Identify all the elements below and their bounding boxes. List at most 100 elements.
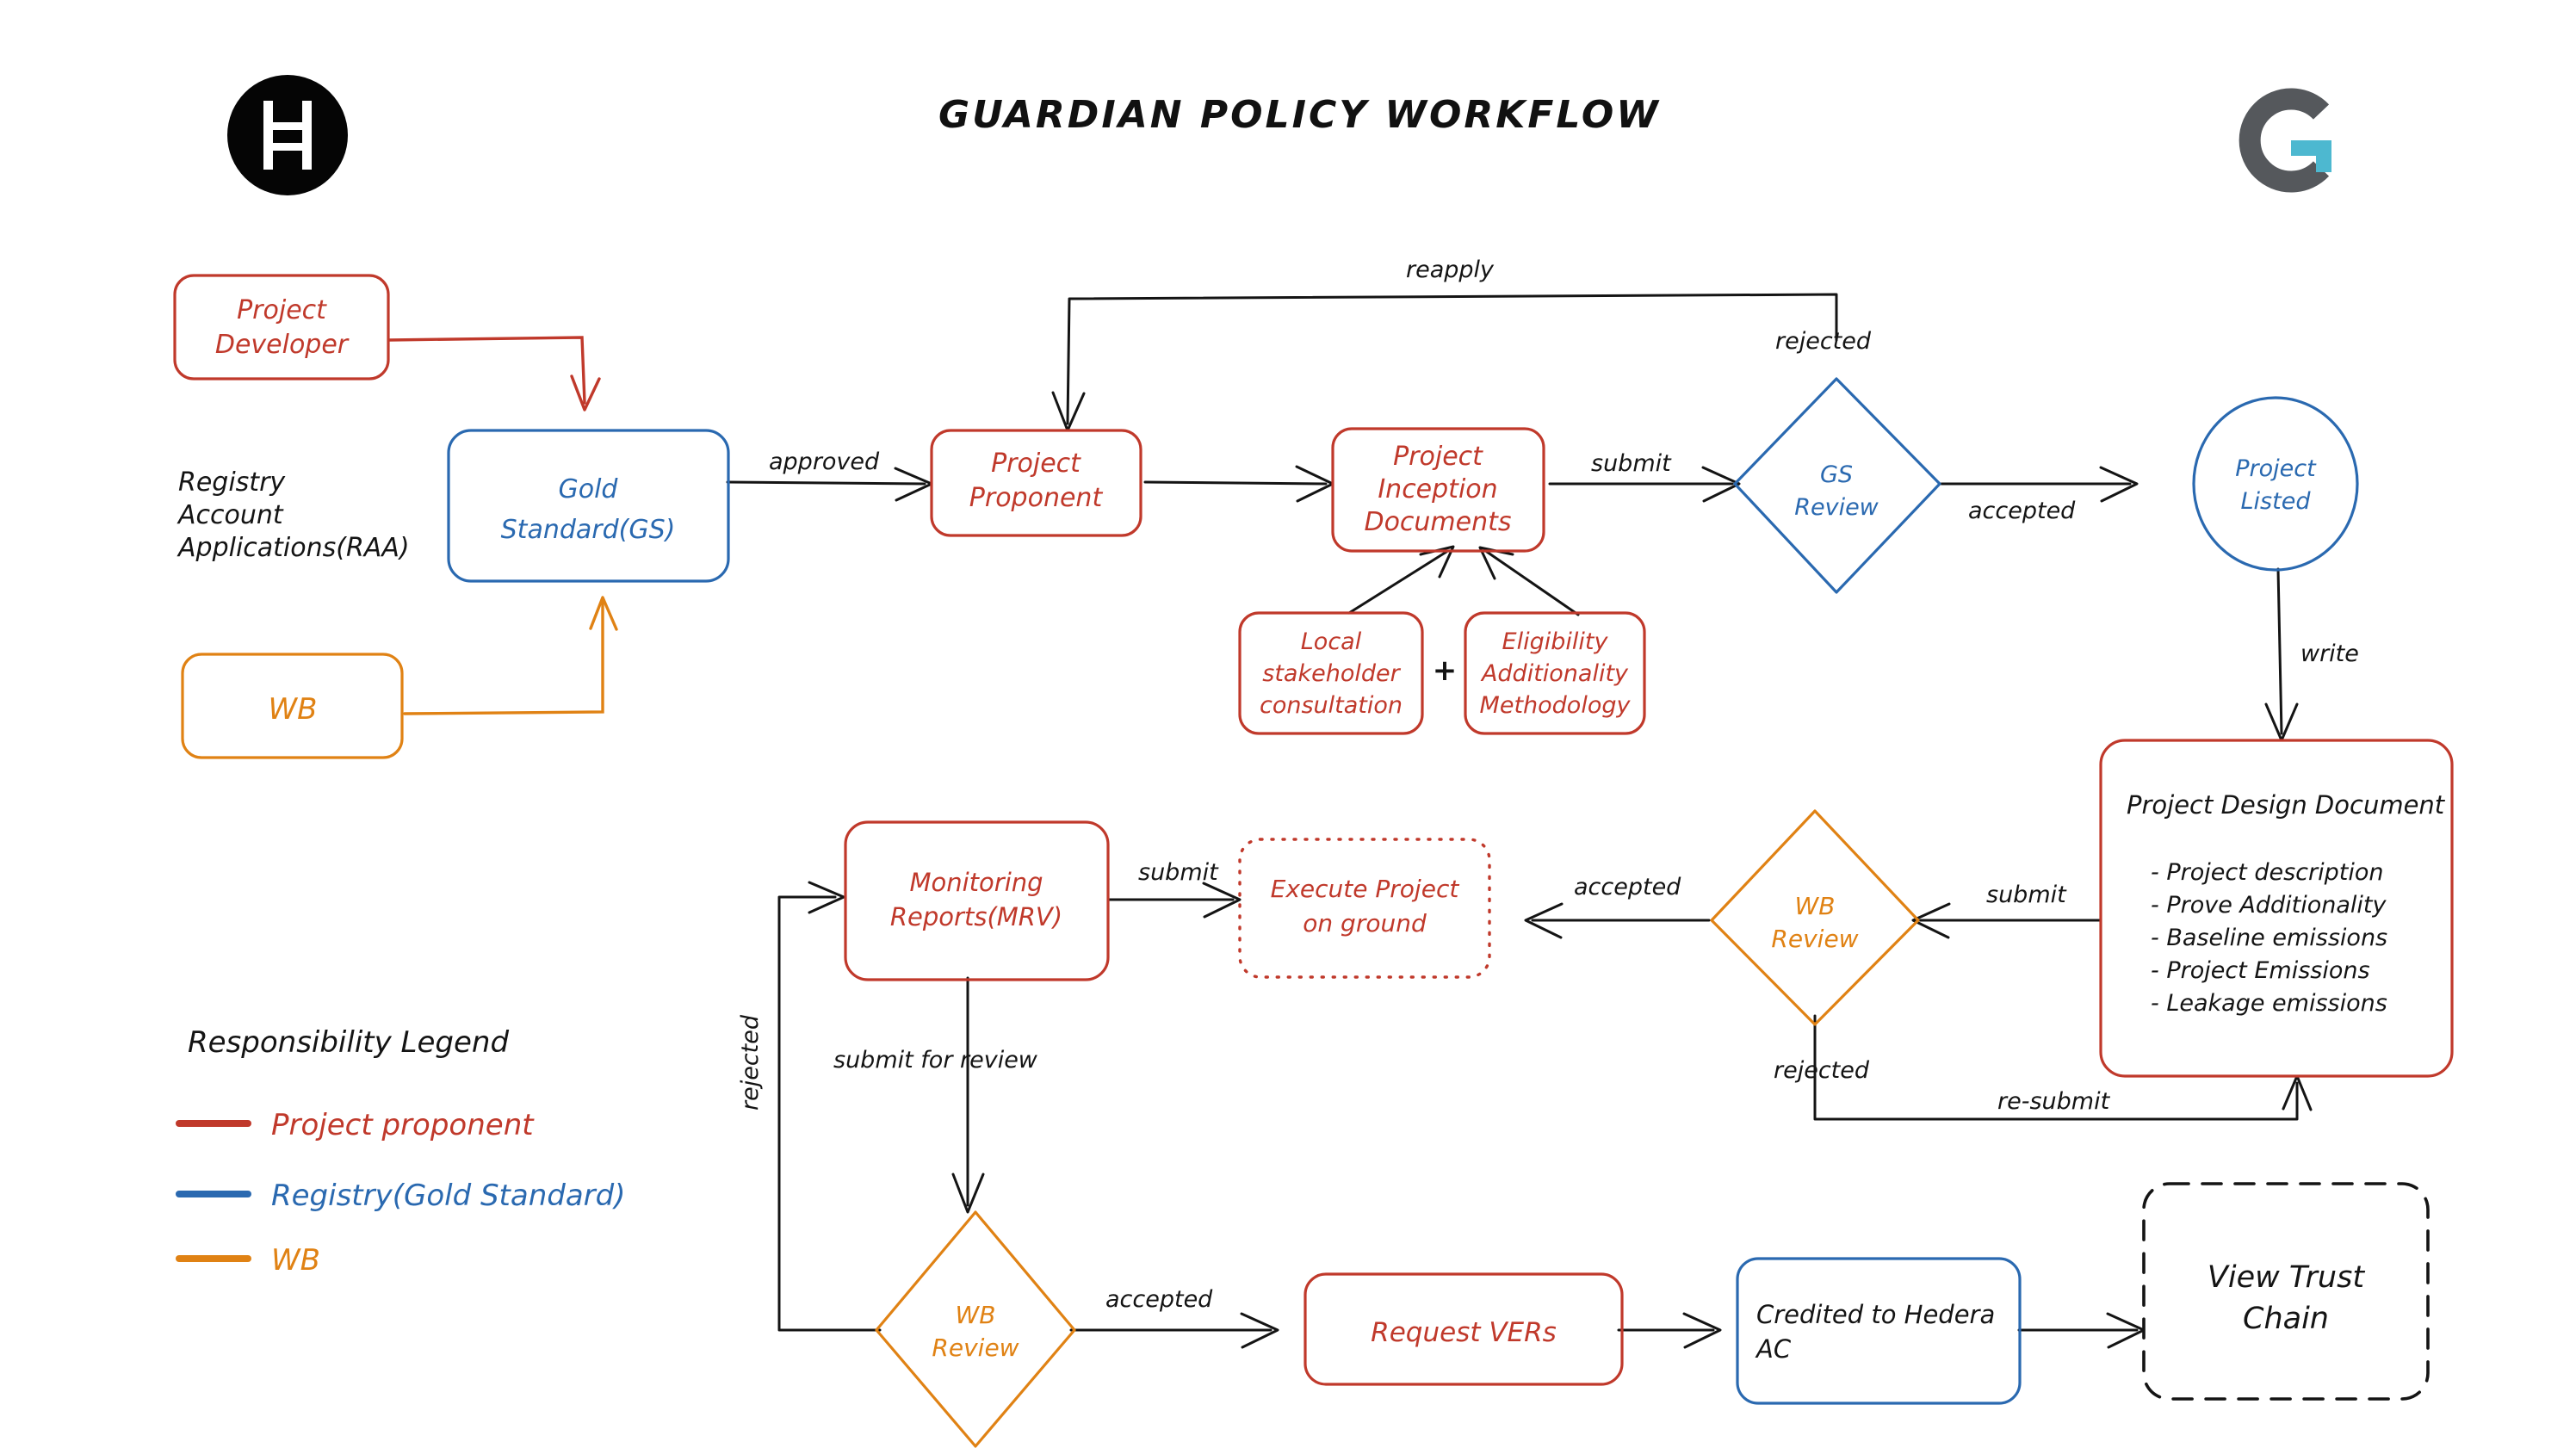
node-eligibility-line2: Additionality — [1480, 660, 1629, 687]
node-inception-line1: Project — [1393, 442, 1483, 472]
edge-label-submit-for-review: submit for review — [833, 1047, 1038, 1074]
pdd-title: Project Design Document — [2127, 790, 2446, 820]
node-credited-line1: Credited to Hedera — [1756, 1300, 1995, 1329]
label-registry-account-applications: Registry Account Applications(RAA) — [176, 467, 410, 563]
legend-label-2: WB — [271, 1243, 320, 1278]
node-eligibility-additionality-methodology[interactable]: Eligibility Additionality Methodology — [1464, 611, 1646, 735]
raa-line2: Account — [176, 500, 284, 530]
node-gold-standard[interactable]: Gold Standard(GS) — [447, 429, 730, 583]
page-title: GUARDIAN POLICY WORKFLOW — [938, 93, 1661, 137]
edge-write: write — [2264, 567, 2359, 742]
node-inception-line2: Inception — [1378, 474, 1497, 504]
node-gs-review-line2: Review — [1794, 494, 1879, 521]
node-project-developer-line1: Project — [237, 295, 327, 325]
edge-label-submit-gs: submit — [1591, 450, 1672, 477]
pdd-item-0: - Project description — [2151, 859, 2383, 886]
node-monitoring-reports[interactable]: Monitoring Reports(MRV) — [844, 820, 1110, 981]
node-project-design-document[interactable]: Project Design Document - Project descri… — [2099, 739, 2454, 1078]
node-project-developer[interactable]: Project Developer — [173, 274, 390, 381]
node-wb-review-lower-line2: Review — [932, 1334, 1019, 1362]
node-wb-label: WB — [269, 692, 318, 727]
node-wb-review-upper[interactable]: WB Review — [1710, 809, 1920, 1026]
plus-sign: + — [1433, 653, 1458, 688]
edge-label-submit-mrv: submit — [1138, 859, 1219, 886]
legend-title: Responsibility Legend — [188, 1025, 509, 1060]
legend-item-wb: WB — [176, 1243, 320, 1278]
node-project-developer-line2: Developer — [215, 330, 350, 360]
edge-accepted-wb-lower: accepted — [1069, 1286, 1279, 1349]
node-wb-review-upper-line1: WB — [1795, 892, 1836, 920]
edge-submit-to-gs: submit — [1548, 450, 1741, 503]
raa-line1: Registry — [178, 467, 286, 498]
edge-submit-mrv: submit — [1107, 859, 1242, 919]
pdd-item-2: - Baseline emissions — [2151, 925, 2387, 951]
edge-label-approved: approved — [769, 449, 880, 475]
edge-developer-to-gs — [387, 336, 601, 412]
node-execute-project-on-ground[interactable]: Execute Project on ground — [1238, 838, 1491, 979]
edge-label-accepted-wb-lower: accepted — [1105, 1286, 1213, 1313]
node-project-inception-documents[interactable]: Project Inception Documents — [1331, 427, 1545, 553]
edge-label-submit-wb: submit — [1986, 882, 2067, 908]
node-gs-review-line1: GS — [1820, 461, 1853, 488]
edge-accepted-wb-upper: accepted — [1524, 874, 1711, 939]
edge-accepted-gs: accepted — [1940, 466, 2139, 524]
node-view-trust-chain[interactable]: View Trust Chain — [2142, 1182, 2430, 1401]
node-project-proponent-line2: Proponent — [969, 483, 1104, 513]
node-eligibility-line3: Methodology — [1480, 692, 1632, 719]
edge-rejected-mrv: rejected — [737, 881, 882, 1332]
node-project-listed-line1: Project — [2235, 455, 2317, 482]
edge-label-rejected-wb: rejected — [1774, 1057, 1870, 1084]
edge-label-rejected-gs: rejected — [1775, 328, 1872, 355]
node-project-listed[interactable]: Project Listed — [2192, 396, 2359, 572]
edge-vers-to-credited — [1617, 1312, 1722, 1349]
node-mrv-line2: Reports(MRV) — [890, 902, 1062, 931]
hedera-logo — [227, 75, 348, 195]
node-wb[interactable]: WB — [181, 653, 404, 759]
node-inception-line3: Documents — [1364, 507, 1511, 537]
legend-item-project-proponent: Project proponent — [176, 1108, 535, 1142]
node-stakeholder-line3: consultation — [1260, 692, 1403, 719]
edge-label-write: write — [2300, 640, 2359, 667]
legend-item-registry-gold-standard: Registry(Gold Standard) — [176, 1179, 626, 1213]
node-mrv-line1: Monitoring — [909, 868, 1043, 897]
node-gold-standard-line1: Gold — [559, 474, 619, 504]
responsibility-legend: Responsibility Legend Project proponent … — [176, 1025, 626, 1278]
edge-label-accepted-wb: accepted — [1574, 874, 1681, 900]
node-wb-review-upper-line2: Review — [1771, 925, 1858, 953]
node-project-listed-line2: Listed — [2241, 488, 2312, 515]
node-local-stakeholder-consultation[interactable]: Local stakeholder consultation — [1238, 611, 1424, 735]
pdd-item-1: - Prove Additionality — [2151, 892, 2387, 919]
node-eligibility-line1: Eligibility — [1502, 628, 1609, 655]
raa-line3: Applications(RAA) — [176, 533, 410, 563]
node-stakeholder-line1: Local — [1301, 628, 1362, 655]
node-project-proponent[interactable]: Project Proponent — [930, 429, 1142, 537]
edge-label-re-submit: re-submit — [1997, 1088, 2111, 1115]
legend-label-0: Project proponent — [271, 1108, 535, 1142]
guardian-logo — [2239, 88, 2331, 193]
edge-submit-for-review: submit for review — [833, 976, 1038, 1214]
node-request-vers-label: Request VERs — [1371, 1317, 1557, 1348]
node-gs-review[interactable]: GS Review — [1733, 377, 1941, 594]
edge-label-rejected-mrv: rejected — [737, 1014, 764, 1111]
node-wb-review-lower[interactable]: WB Review — [875, 1210, 1076, 1448]
edge-label-reapply: reapply — [1406, 257, 1495, 283]
node-request-vers[interactable]: Request VERs — [1303, 1272, 1624, 1386]
edge-wb-to-gs — [403, 596, 618, 715]
edge-submit-wb-upper: submit — [1911, 882, 2102, 939]
node-execute-line2: on ground — [1303, 909, 1427, 937]
node-credited-line2: AC — [1755, 1334, 1792, 1364]
node-trust-chain-line1: View Trust — [2208, 1260, 2365, 1295]
node-project-proponent-line1: Project — [991, 449, 1081, 479]
legend-label-1: Registry(Gold Standard) — [271, 1179, 626, 1213]
edge-rejected-resubmit-wb-upper: rejected re-submit — [1774, 1014, 2313, 1121]
node-trust-chain-line2: Chain — [2243, 1302, 2329, 1336]
pdd-item-3: - Project Emissions — [2151, 957, 2370, 984]
edge-reapply: reapply — [1051, 257, 1838, 432]
node-stakeholder-line2: stakeholder — [1262, 660, 1401, 687]
pdd-item-4: - Leakage emissions — [2151, 990, 2387, 1017]
node-credited-to-hedera[interactable]: Credited to Hedera AC — [1736, 1257, 2022, 1405]
